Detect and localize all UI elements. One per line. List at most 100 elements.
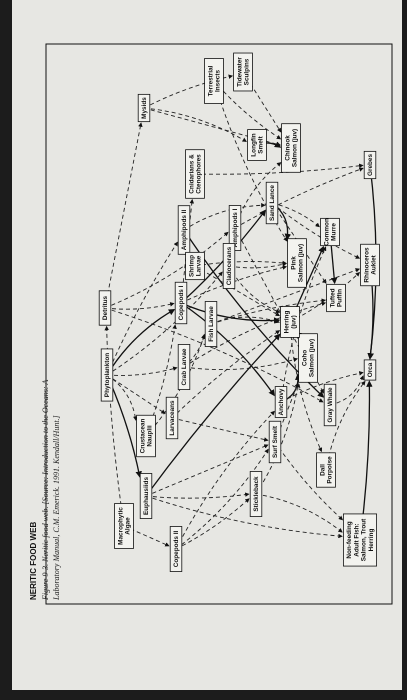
node-label-orca: Orca (367, 362, 374, 377)
node-label-macrophytic-algae: Algae (125, 517, 132, 535)
diagram-frame (45, 43, 393, 605)
node-label-gray-whale: Gray Whale (327, 387, 334, 423)
edge-anchovy-to-orca (280, 371, 364, 403)
node-box-mysids (137, 93, 151, 123)
node-label-amphipods-ii: Amphipods II (181, 210, 188, 251)
edge-copepods-ii-to-surf-smelt (175, 448, 269, 550)
node-box-dall-porpoise (316, 452, 336, 488)
node-euphausiids: Euphausiids (139, 473, 153, 519)
node-sand-lance: Sand Lance (265, 181, 279, 225)
node-label-pink-salmon: Pink (290, 256, 297, 270)
edge-stickleback-to-coho-salmon (255, 382, 300, 495)
node-label-crab-larvae: Crab Larvae (181, 348, 188, 385)
node-label-terrestrial-insects: Insects (215, 70, 222, 92)
edge-copepods-i-to-pink-salmon (180, 265, 288, 304)
node-box-terrestrial-insects (204, 58, 224, 104)
node-copepods-i: Copepods I (174, 281, 188, 325)
node-box-fish-larvae (204, 301, 218, 347)
node-label-rhinoceros-auklet: Rhinoceros (363, 247, 370, 283)
node-label-common-murre: Murre (331, 223, 338, 241)
edge-mysids-to-longfin-smelt (143, 107, 247, 142)
edge-crab-larvae-to-tufted-puffin (183, 301, 327, 368)
node-box-copepods-i (174, 281, 188, 325)
node-box-phytoplankton (100, 348, 114, 402)
node-box-cnidarians (185, 149, 205, 199)
node-label-detritus: Detritus (102, 295, 109, 320)
node-box-tidewater-sculpins (233, 52, 253, 92)
edge-larvaceans-to-surf-smelt (171, 417, 269, 442)
node-box-orca (363, 359, 377, 381)
node-label-tufted-puffin: Puffin (337, 289, 344, 307)
node-label-sand-lance: Sand Lance (269, 185, 276, 221)
node-label-fish-larvae: Fish Larvae (208, 306, 215, 342)
node-label-cnidarians: Ctenophores (196, 154, 203, 194)
node-label-terrestrial-insects: Terrestrial (207, 65, 214, 96)
node-label-cnidarians: Cnidarians & (188, 154, 195, 194)
edge-cnidarians-to-grebes (194, 163, 364, 175)
edge-macrophytic-algae-to-copepods-ii (123, 525, 170, 547)
edge-surf-smelt-to-non-feeding (274, 441, 344, 521)
node-label-tidewater-sculpins: Tidewater (236, 57, 243, 87)
node-box-herring (280, 306, 300, 338)
edge-phytoplankton-to-amphipods-ii (106, 241, 178, 376)
node-box-tufted-puffin (326, 283, 346, 313)
node-box-larvaceans (165, 396, 179, 440)
node-cnidarians: Cnidarians &Ctenophores (185, 149, 205, 199)
node-fish-larvae: Fish Larvae (204, 301, 218, 347)
node-box-chinook-salmon (281, 123, 301, 173)
node-orca: Orca (363, 359, 377, 381)
node-grebes: Grebes (363, 150, 377, 180)
node-label-dall-porpoise: Dall (319, 464, 326, 476)
edge-fish-larvae-to-rhinoceros-auklet (210, 268, 361, 325)
node-box-crab-larvae (177, 344, 191, 390)
node-label-anchovy: Anchovy (278, 388, 285, 415)
edge-copepods-ii-to-stickleback (175, 498, 250, 550)
node-label-surf-smelt: Surf Smelt (272, 425, 279, 458)
node-box-grebes (363, 150, 377, 180)
node-box-gray-whale (323, 383, 337, 427)
node-box-cladocerans (222, 243, 236, 289)
node-label-stickleback: Stickleback (253, 476, 260, 512)
edge-euphausiids-to-non-feeding (145, 495, 343, 539)
node-box-macrophytic-algae (114, 503, 134, 549)
node-mysids: Mysids (137, 93, 151, 123)
node-label-cladocerans: Cladocerans (226, 246, 233, 285)
node-anchovy: Anchovy (274, 386, 288, 418)
node-herring: Herring(juv) (280, 306, 300, 338)
node-detritus: Detritus (98, 290, 112, 326)
edge-phytoplankton-to-crustacean-nauplii (106, 374, 138, 421)
node-label-longfin-smelt: Longfin (250, 133, 257, 157)
node-box-coho-salmon (298, 333, 318, 383)
node-label-mysids: Mysids (141, 97, 148, 119)
edge-detritus-to-copepods-i (104, 302, 175, 310)
edge-sand-lance-to-common-murre (271, 202, 320, 228)
node-label-non-feeding: Herring (368, 529, 375, 552)
node-label-herring: (juv) (291, 315, 298, 329)
edge-amphipods-i-to-grebes (234, 167, 364, 229)
diagram-title: NERITIC FOOD WEB (29, 522, 38, 600)
node-cladocerans: Cladocerans (222, 243, 236, 289)
node-stickleback: Stickleback (249, 471, 263, 517)
edge-cladocerans-to-pink-salmon (228, 262, 287, 269)
node-label-herring: Herring (283, 311, 290, 334)
node-copepods-ii: Copepods II (169, 526, 183, 572)
node-phytoplankton: Phytoplankton (100, 348, 114, 402)
node-box-sand-lance (265, 181, 279, 225)
node-label-shrimp-larvae: Shrimp (188, 255, 195, 277)
node-box-euphausiids (139, 473, 153, 519)
edge-phytoplankton-to-larvaceans (106, 374, 166, 414)
node-label-macrophytic-algae: Macrophytic (117, 507, 124, 545)
node-label-dall-porpoise: Porpoise (327, 456, 334, 484)
edge-detritus-to-gray-whale (104, 307, 324, 403)
node-surf-smelt: Surf Smelt (268, 420, 282, 464)
node-box-rhinoceros-auklet (360, 243, 380, 287)
